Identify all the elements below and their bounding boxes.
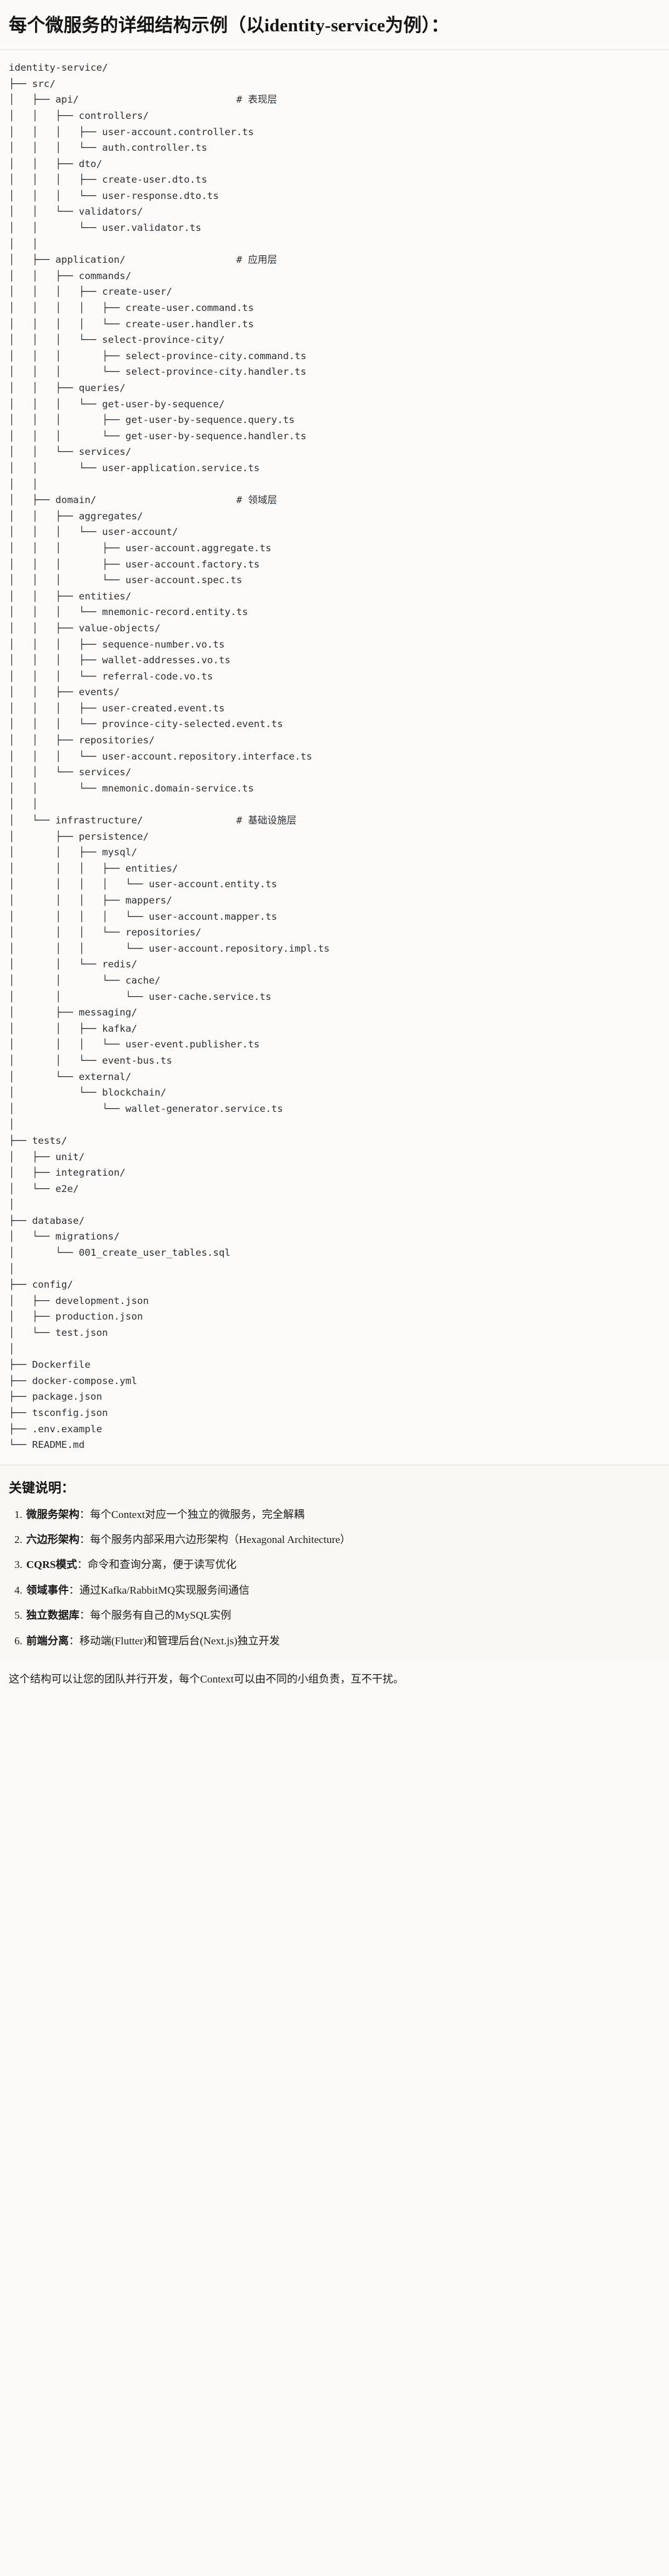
point-desc: 命令和查询分离，便于读写优化: [88, 1559, 237, 1571]
point-desc: 每个Context对应一个独立的微服务，完全解耦: [90, 1508, 304, 1520]
divider-top: [0, 49, 669, 51]
list-item: 独立数据库：每个服务有自己的MySQL实例: [25, 1607, 660, 1624]
list-item: 微服务架构：每个Context对应一个独立的微服务，完全解耦: [25, 1507, 660, 1523]
point-term: 前端分离: [26, 1634, 69, 1647]
directory-tree: identity-service/ ├── src/ │ ├── api/ # …: [9, 62, 330, 1451]
list-item: 领域事件：通过Kafka/RabbitMQ实现服务间通信: [25, 1582, 660, 1599]
list-item: 六边形架构：每个服务内部采用六边形架构（Hexagonal Architectu…: [25, 1532, 660, 1548]
point-term: CQRS模式: [26, 1559, 78, 1571]
point-desc: 通过Kafka/RabbitMQ实现服务间通信: [79, 1584, 249, 1596]
point-term: 领域事件: [26, 1584, 69, 1596]
point-desc: 移动端(Flutter)和管理后台(Next.js)独立开发: [79, 1634, 280, 1647]
directory-tree-block: identity-service/ ├── src/ │ ├── api/ # …: [0, 50, 669, 1465]
point-sep: ：: [69, 1584, 79, 1596]
key-notes-list: 微服务架构：每个Context对应一个独立的微服务，完全解耦 六边形架构：每个服…: [9, 1507, 660, 1649]
document-page: 每个微服务的详细结构示例（以identity-service为例）： ident…: [0, 0, 669, 1704]
key-notes-title: 关键说明：: [9, 1480, 74, 1495]
closing-paragraph: 这个结构可以让您的团队并行开发，每个Context可以由不同的小组负责，互不干扰…: [9, 1672, 404, 1685]
point-term: 独立数据库: [26, 1609, 79, 1622]
point-sep: ：: [69, 1634, 79, 1647]
key-notes-section: 关键说明： 微服务架构：每个Context对应一个独立的微服务，完全解耦 六边形…: [0, 1465, 669, 1659]
point-sep: ：: [79, 1534, 90, 1546]
list-item: 前端分离：移动端(Flutter)和管理后台(Next.js)独立开发: [25, 1633, 660, 1649]
point-sep: ：: [79, 1508, 90, 1520]
page-title: 每个微服务的详细结构示例（以identity-service为例）：: [9, 16, 450, 36]
point-term: 微服务架构: [26, 1508, 79, 1520]
point-term: 六边形架构: [26, 1534, 79, 1546]
point-sep: ：: [79, 1609, 90, 1622]
list-item: CQRS模式：命令和查询分离，便于读写优化: [25, 1557, 660, 1573]
point-sep: ：: [77, 1559, 88, 1571]
point-desc: 每个服务有自己的MySQL实例: [90, 1609, 231, 1622]
point-desc: 每个服务内部采用六边形架构（Hexagonal Architecture）: [90, 1534, 351, 1546]
